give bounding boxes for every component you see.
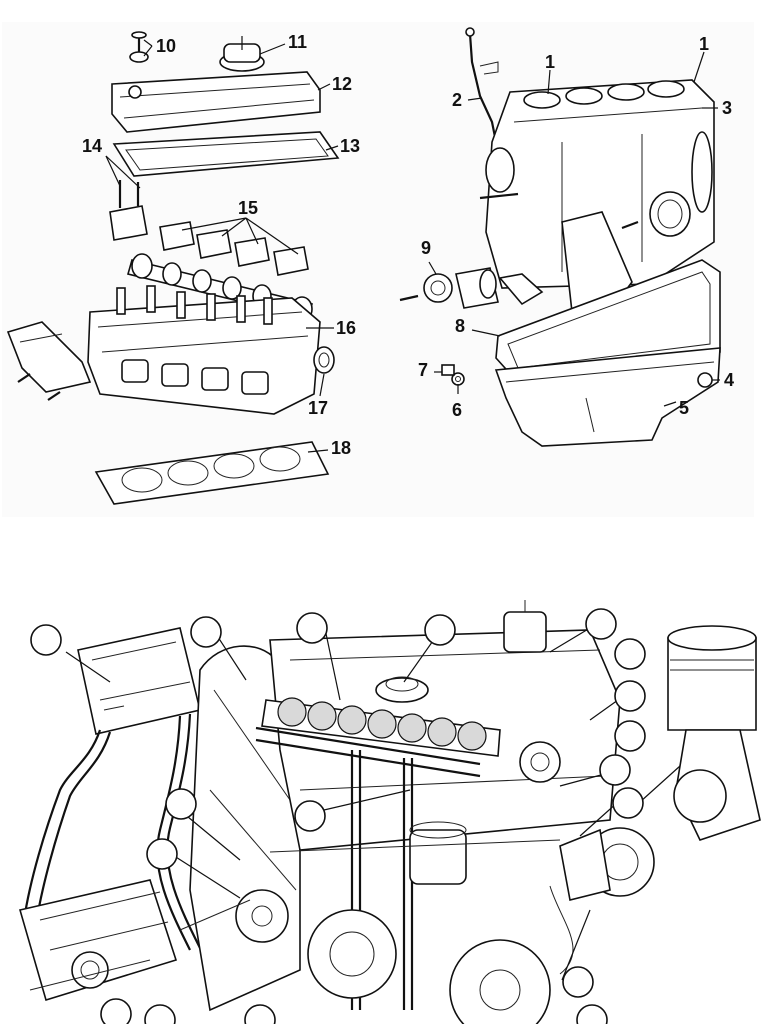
callout-1b: 1 — [545, 52, 555, 72]
empty-callout-circle — [294, 800, 326, 832]
callout-7: 7 — [418, 360, 428, 380]
callout-15: 15 — [238, 198, 258, 218]
tensioner-pulley — [235, 889, 289, 943]
empty-callout-circle — [244, 1004, 276, 1024]
callout-6: 6 — [452, 400, 462, 420]
oil-filter — [409, 821, 467, 885]
cylinder-head-gasket — [94, 441, 330, 505]
callout-4: 4 — [724, 370, 734, 390]
oil-sump — [494, 347, 721, 447]
callout-3: 3 — [722, 98, 732, 118]
engine-cutaway-svg — [18, 600, 761, 1024]
rocker-cover — [111, 71, 321, 133]
cylinder-head — [87, 285, 321, 415]
piston-inset — [667, 625, 761, 841]
oil-pump — [399, 267, 544, 309]
camshaft-cutaway — [261, 697, 501, 757]
drain-plug-bolt — [441, 364, 455, 376]
exploded-engine-diagram: 1 1 2 3 4 5 6 7 8 9 10 11 12 13 14 15 16… — [2, 22, 754, 517]
empty-callout-circle — [614, 680, 646, 712]
callout-8: 8 — [455, 316, 465, 336]
egr-valve — [519, 741, 561, 783]
rocker-cover-gasket — [112, 131, 340, 177]
exploded-engine-svg: 1 1 2 3 4 5 6 7 8 9 10 11 12 13 14 15 16… — [6, 27, 734, 505]
boost-sensor — [503, 600, 547, 653]
cutaway-callout-circles — [30, 608, 646, 1024]
engine-cutaway-diagram — [0, 590, 768, 1024]
callout-11: 11 — [288, 32, 307, 52]
empty-callout-circle — [585, 608, 617, 640]
empty-callout-circle — [165, 788, 197, 820]
callout-12: 12 — [332, 74, 352, 94]
empty-callout-circle — [614, 720, 646, 752]
callout-10: 10 — [156, 36, 176, 56]
empty-callout-circle — [146, 838, 178, 870]
sump-drain-plug — [697, 372, 713, 388]
callout-9: 9 — [421, 238, 431, 258]
injection-pump — [18, 879, 178, 1002]
empty-callout-circle — [424, 614, 456, 646]
rocker-cover-bolt — [129, 31, 149, 63]
callout-14: 14 — [82, 136, 102, 156]
camshaft-oil-seal — [313, 346, 335, 374]
oil-filler-cap-cutaway — [375, 676, 429, 703]
empty-callout-circle — [576, 1004, 608, 1024]
callout-2: 2 — [452, 90, 462, 110]
flywheel — [449, 939, 551, 1024]
turbocharger — [559, 827, 655, 901]
empty-callout-circle — [562, 966, 594, 998]
empty-callout-circle — [599, 754, 631, 786]
callout-18: 18 — [331, 438, 351, 458]
empty-callout-circle — [612, 787, 644, 819]
engine-control-unit — [77, 627, 201, 735]
oil-filler-cap — [219, 36, 265, 72]
cutaway-leader-lines — [65, 623, 681, 981]
callout-17: 17 — [308, 398, 328, 418]
callout-1a: 1 — [699, 34, 709, 54]
fuel-hoses — [22, 713, 201, 951]
empty-callout-circle — [100, 998, 132, 1024]
cylinder-head-bracket — [6, 321, 92, 401]
callout-16: 16 — [336, 318, 356, 338]
leader-lines — [105, 39, 720, 453]
empty-callout-circle — [30, 624, 62, 656]
crankshaft-pulley — [307, 909, 397, 999]
callout-labels: 1 1 2 3 4 5 6 7 8 9 10 11 12 13 14 15 16… — [82, 32, 734, 458]
callout-5: 5 — [679, 398, 689, 418]
empty-callout-circle — [190, 616, 222, 648]
empty-callout-circle — [144, 1004, 176, 1024]
empty-callout-circle — [296, 612, 328, 644]
empty-callout-circle — [614, 638, 646, 670]
injector-pipes — [255, 726, 481, 1010]
callout-13: 13 — [340, 136, 360, 156]
